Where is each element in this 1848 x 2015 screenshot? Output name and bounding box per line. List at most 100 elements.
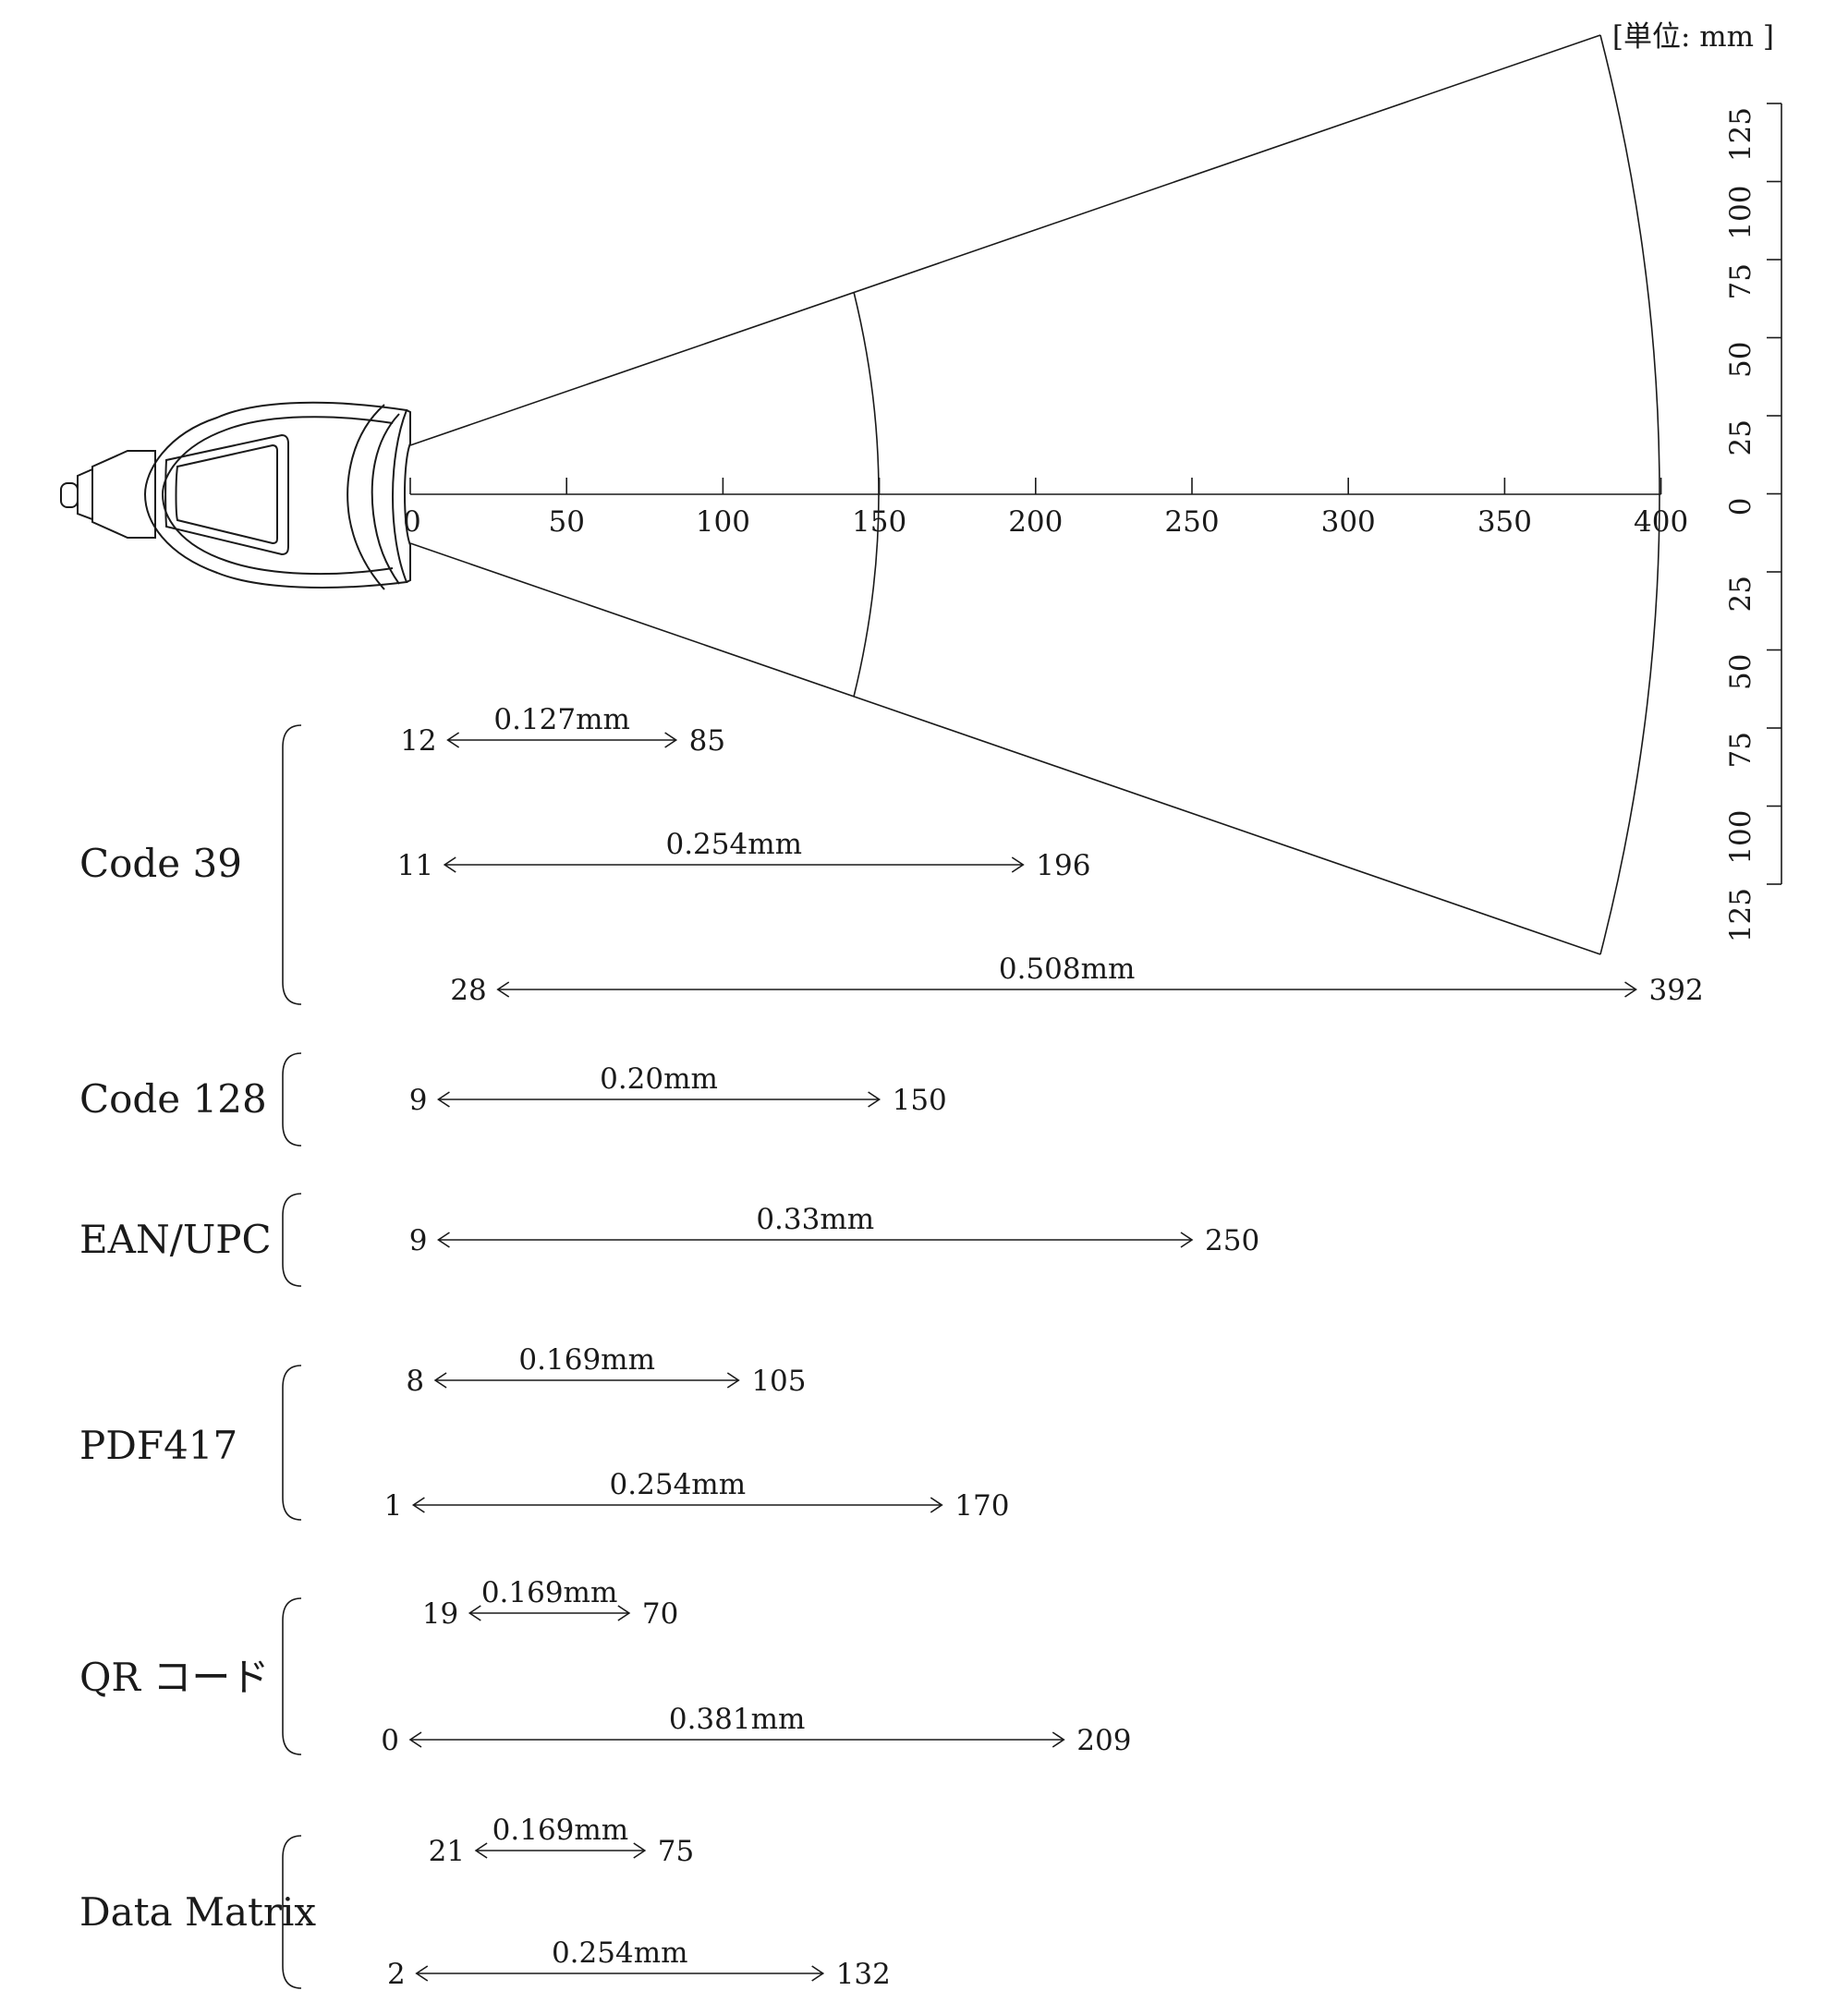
- range-arrow-head-right: [633, 1842, 647, 1859]
- range-arrow-head-right: [1011, 856, 1025, 873]
- resolution-label: 0.20mm: [600, 1062, 718, 1096]
- range-min-label: 1: [384, 1489, 403, 1523]
- resolution-label: 0.33mm: [756, 1203, 874, 1236]
- range-max-label: 132: [836, 1958, 891, 1991]
- range-arrow-head-right: [1624, 981, 1637, 998]
- symbology-bracket: [282, 1835, 302, 1989]
- y-tick-label: 25: [1724, 419, 1757, 455]
- x-tick-label: 0: [403, 505, 421, 539]
- symbology-label: Code 39: [79, 841, 242, 886]
- resolution-label: 0.169mm: [481, 1576, 618, 1609]
- y-tick-label: 50: [1724, 342, 1757, 378]
- symbology-group: Code 39 12 85 0.127mm 11 196 0.254mm 28 392 0.508…: [79, 703, 1704, 1007]
- range-max-label: 70: [642, 1597, 678, 1631]
- x-tick-label: 100: [696, 505, 750, 539]
- symbology-bracket: [282, 1052, 302, 1147]
- y-tick-label: 100: [1724, 810, 1757, 865]
- symbology-bracket: [282, 1597, 302, 1755]
- resolution-label: 0.169mm: [518, 1343, 655, 1377]
- x-tick-label: 300: [1321, 505, 1376, 539]
- range-min-label: 9: [409, 1084, 428, 1117]
- range-row: 2 132 0.254mm: [387, 1936, 891, 1991]
- range-max-label: 105: [751, 1365, 806, 1398]
- scan-field-lower-edge: [409, 542, 1601, 955]
- range-max-label: 196: [1036, 849, 1090, 882]
- resolution-label: 0.254mm: [665, 828, 802, 861]
- scan-field-upper-edge: [409, 34, 1601, 446]
- range-arrow-head-right: [726, 1372, 740, 1389]
- range-max-label: 392: [1649, 974, 1704, 1007]
- symbology-group: Code 128 9 150 0.20mm: [79, 1052, 947, 1147]
- range-max-label: 75: [658, 1835, 694, 1868]
- range-arrow-head-left: [446, 732, 460, 748]
- range-row: 11 196 0.254mm: [397, 828, 1091, 882]
- range-min-label: 12: [400, 724, 436, 758]
- unit-label: [単位: mm ]: [1612, 20, 1774, 54]
- range-arrow-head-left: [468, 1605, 481, 1621]
- range-min-label: 19: [422, 1597, 458, 1631]
- x-tick-label: 250: [1164, 505, 1219, 539]
- y-tick-label: 75: [1724, 732, 1757, 768]
- symbology-bracket: [282, 1193, 302, 1287]
- range-max-label: 150: [893, 1084, 947, 1117]
- x-tick-label: 200: [1008, 505, 1063, 539]
- resolution-label: 0.169mm: [492, 1814, 629, 1847]
- y-tick-label: 100: [1724, 186, 1757, 240]
- x-tick-label: 400: [1634, 505, 1688, 539]
- range-row: 12 85 0.127mm: [400, 703, 725, 758]
- y-tick-label: 125: [1724, 107, 1757, 162]
- range-arrow-head-right: [1180, 1232, 1194, 1248]
- symbology-label: PDF417: [79, 1423, 237, 1468]
- range-arrow-head-left: [433, 1372, 447, 1389]
- range-row: 19 70 0.169mm: [422, 1576, 678, 1631]
- resolution-label: 0.254mm: [552, 1936, 688, 1970]
- symbology-label: Data Matrix: [79, 1889, 316, 1935]
- range-min-label: 2: [387, 1958, 406, 1991]
- range-arrow-head-right: [617, 1605, 631, 1621]
- range-arrow-head-left: [411, 1497, 425, 1513]
- range-max-label: 85: [689, 724, 725, 758]
- y-tick-label: 50: [1724, 654, 1757, 690]
- range-arrow-head-right: [811, 1965, 825, 1982]
- range-max-label: 170: [954, 1489, 1009, 1523]
- range-min-label: 8: [406, 1365, 424, 1398]
- x-tick-label: 350: [1477, 505, 1532, 539]
- range-min-label: 9: [409, 1224, 428, 1257]
- symbology-label: QR コード: [79, 1655, 269, 1700]
- range-arrow-head-right: [868, 1091, 881, 1108]
- range-arrow-head-left: [443, 856, 456, 873]
- range-min-label: 28: [450, 974, 486, 1007]
- range-min-label: 21: [429, 1835, 465, 1868]
- barcode-scanner-icon: [60, 401, 411, 590]
- range-arrow-head-left: [437, 1091, 450, 1108]
- x-tick-label: 150: [852, 505, 906, 539]
- range-arrow-head-left: [408, 1731, 422, 1748]
- range-min-label: 0: [381, 1724, 399, 1757]
- range-row: 9 150 0.20mm: [409, 1062, 947, 1117]
- range-arrow-head-right: [664, 732, 678, 748]
- y-tick-label: 25: [1724, 576, 1757, 612]
- y-tick-label: 75: [1724, 263, 1757, 299]
- range-row: 8 105 0.169mm: [406, 1343, 806, 1398]
- range-row: 21 75 0.169mm: [429, 1814, 695, 1868]
- resolution-label: 0.508mm: [999, 953, 1136, 986]
- resolution-label: 0.127mm: [493, 703, 630, 736]
- symbology-label: Code 128: [79, 1076, 267, 1122]
- range-arrow-head-right: [1052, 1731, 1065, 1748]
- range-row: 28 392 0.508mm: [450, 953, 1703, 1007]
- range-arrow-head-right: [930, 1497, 943, 1513]
- resolution-label: 0.381mm: [669, 1703, 806, 1736]
- range-arrow-head-left: [474, 1842, 488, 1859]
- range-arrow-head-left: [496, 981, 510, 998]
- range-min-label: 11: [397, 849, 433, 882]
